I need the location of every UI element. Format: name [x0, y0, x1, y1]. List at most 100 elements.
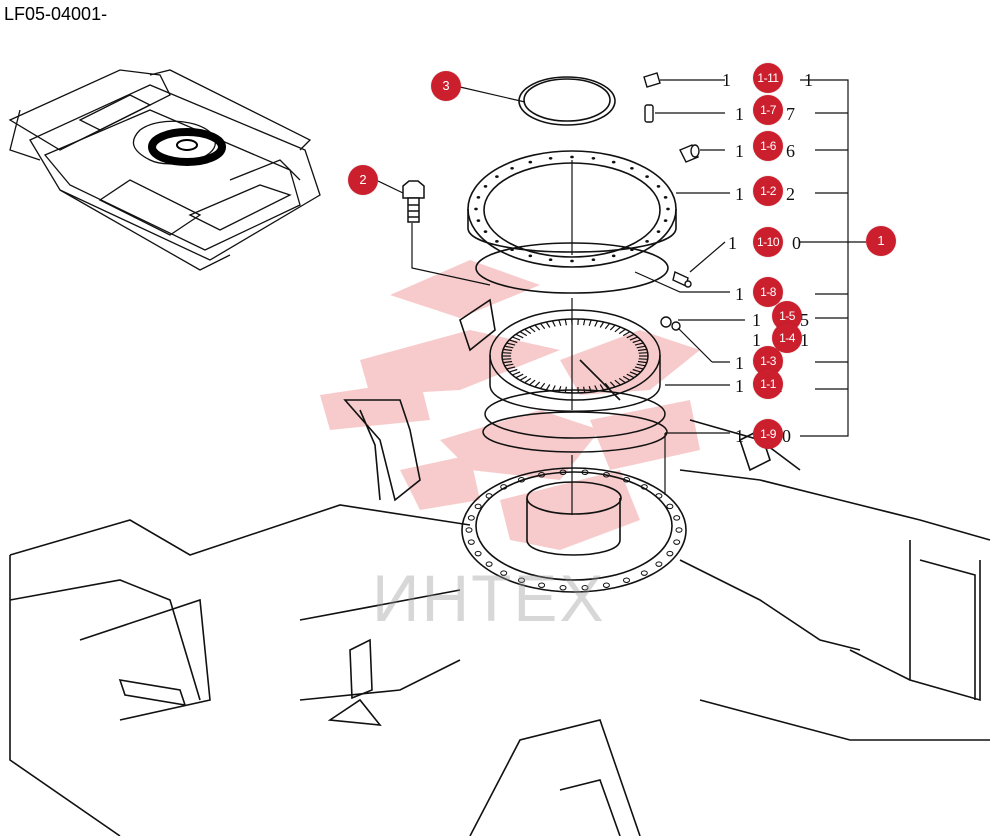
bolt-hole [474, 207, 478, 211]
bolt-hole [602, 472, 610, 478]
gear-tooth [515, 333, 524, 339]
bolt-hole [640, 484, 648, 490]
gear-tooth [626, 333, 635, 339]
gear-tooth [629, 371, 638, 376]
svg-text:1: 1 [735, 426, 744, 446]
bolt-hole [528, 160, 533, 164]
bolt-hole [581, 469, 589, 476]
gear-tooth [609, 324, 616, 331]
bolt-hole [548, 156, 553, 160]
gear-tooth [629, 336, 638, 341]
bolt-hole [663, 196, 668, 199]
bolt-hole [485, 493, 493, 499]
bolt-hole [510, 248, 514, 252]
gear-tooth [594, 385, 599, 392]
gear-tooth [636, 363, 646, 367]
bolt-hole [645, 240, 649, 243]
gear-tooth [545, 384, 551, 391]
callout-1-4[interactable]: 1-4 [772, 323, 802, 353]
bolt-hole [483, 185, 488, 188]
gear-tooth [515, 373, 524, 379]
thumbnail-highlight-ring [148, 128, 226, 166]
watermark-logo [320, 260, 700, 550]
callout-1-10[interactable]: 1-10 [753, 227, 783, 257]
callout-1-8[interactable]: 1-8 [753, 277, 783, 307]
bolt-hole [611, 254, 616, 258]
bolt-hole [548, 258, 553, 262]
bolt-hole [465, 527, 473, 533]
gear-tooth [564, 319, 567, 326]
gear-tooth [519, 375, 528, 381]
bolt-hole [630, 166, 634, 170]
callout-1-11[interactable]: 1-11 [753, 63, 783, 93]
bolt-hole [611, 160, 616, 164]
svg-text:0: 0 [792, 233, 801, 253]
svg-text:1: 1 [722, 70, 731, 90]
callout-1-7[interactable]: 1-7 [753, 95, 783, 125]
bolt-hole [518, 477, 525, 483]
svg-text:1: 1 [735, 184, 744, 204]
svg-text:2: 2 [786, 184, 795, 204]
gear-tooth [636, 345, 646, 349]
bolt-hole [538, 472, 546, 478]
gear-tooth [506, 366, 516, 370]
gear-tooth [588, 319, 592, 326]
gear-tooth [622, 331, 631, 337]
gear-tooth [503, 348, 513, 352]
svg-text:0: 0 [782, 426, 791, 446]
bolt-hole [476, 196, 481, 199]
gear-tooth [539, 323, 546, 330]
svg-text:1: 1 [800, 330, 809, 350]
bolt-hole [559, 469, 567, 476]
bolt-hole [630, 248, 634, 252]
part-1-6-bushing [679, 144, 700, 163]
svg-text:1: 1 [804, 70, 813, 90]
part-2-bolt [402, 180, 425, 223]
callout-1-2[interactable]: 1-2 [753, 176, 783, 206]
bolt-hole [467, 539, 475, 545]
gear-tooth [534, 324, 541, 331]
bolt-hole [656, 230, 661, 233]
gear-tooth [558, 319, 562, 326]
gear-tooth [638, 352, 648, 354]
bolt-hole [602, 582, 610, 588]
bolt-hole [500, 484, 508, 490]
svg-text:1: 1 [735, 141, 744, 161]
bolt-hole [510, 166, 514, 170]
callout-1[interactable]: 1 [866, 226, 896, 256]
gear-tooth [551, 320, 556, 327]
callout-1-9[interactable]: 1-9 [753, 419, 783, 449]
svg-text:1: 1 [728, 233, 737, 253]
gear-tooth [502, 358, 512, 360]
gear-tooth [558, 386, 562, 393]
callout-3[interactable]: 3 [431, 71, 461, 101]
svg-text:1: 1 [735, 353, 744, 373]
callout-2[interactable]: 2 [348, 165, 378, 195]
gear-tooth [524, 377, 532, 384]
callout-1-1[interactable]: 1-1 [753, 369, 783, 399]
bolt-hole [500, 570, 508, 576]
bolt-hole [623, 477, 630, 483]
part-3-seal-ring [518, 76, 616, 126]
bolt-hole [675, 527, 683, 533]
gear-tooth [632, 368, 641, 373]
gear-tooth [604, 382, 611, 389]
gear-tooth [626, 373, 635, 379]
bolt-hole [474, 550, 482, 557]
part-1-3-plug [660, 316, 681, 331]
bolt-hole [495, 240, 499, 243]
gear-tooth [551, 385, 556, 392]
undercarriage-thumbnail [8, 69, 321, 271]
gear-tooth [509, 368, 518, 373]
bolt-hole [673, 515, 681, 521]
bolt-hole [570, 155, 574, 159]
callout-1-6[interactable]: 1-6 [753, 131, 783, 161]
gear-tooth [637, 360, 647, 364]
bolt-hole [640, 570, 648, 576]
bolt-hole [485, 561, 493, 567]
gear-tooth [634, 366, 644, 370]
gear-tooth [564, 386, 567, 393]
gear-tooth [504, 363, 514, 367]
gear-tooth [604, 323, 611, 330]
